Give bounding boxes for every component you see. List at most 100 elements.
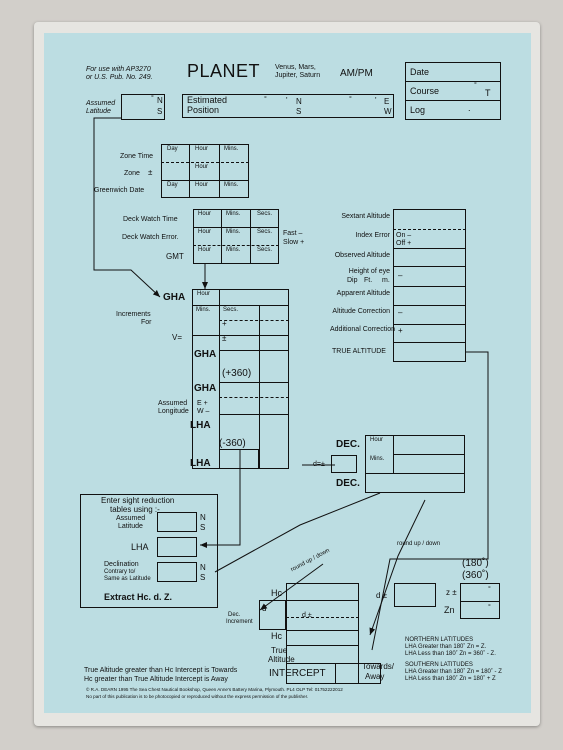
row-divider bbox=[192, 305, 289, 306]
lha-result-field[interactable] bbox=[219, 449, 259, 469]
row-divider bbox=[393, 305, 466, 306]
north-label: N bbox=[296, 97, 302, 106]
off-plus: Off + bbox=[396, 240, 412, 247]
dec-increment-line2: Increment bbox=[226, 619, 253, 625]
degree-mark: ° bbox=[488, 604, 491, 611]
southern-title: SOUTHERN LATITUDES bbox=[405, 662, 473, 668]
col-secs: Secs. bbox=[257, 247, 273, 253]
log-label: Log bbox=[410, 105, 426, 115]
deck-watch-table[interactable] bbox=[193, 209, 279, 264]
assumed-longitude-line1: Assumed bbox=[158, 400, 188, 407]
col-hour: Hour bbox=[198, 211, 212, 217]
col-hour: Hour bbox=[198, 247, 212, 253]
assumed-latitude-line2: Latitude bbox=[118, 523, 143, 530]
south-label: S bbox=[200, 523, 206, 532]
altitude-table[interactable] bbox=[393, 209, 466, 362]
dip-label: Dip bbox=[347, 277, 358, 284]
row-divider bbox=[192, 335, 289, 336]
enter-line1: Enter sight reduction bbox=[101, 496, 175, 505]
use-with-line1: For use with AP3270 bbox=[86, 66, 151, 73]
row-divider bbox=[365, 473, 465, 474]
north-label: N bbox=[200, 563, 206, 572]
row-divider bbox=[393, 248, 466, 249]
row-divider bbox=[219, 397, 289, 398]
d-correction-field[interactable] bbox=[394, 583, 436, 607]
row-divider bbox=[286, 600, 359, 601]
col-mins: Mins. bbox=[224, 146, 239, 152]
true-altitude-line2: Altitude bbox=[268, 655, 295, 664]
row-divider bbox=[393, 286, 466, 287]
use-with-line2: or U.S. Pub. No. 249. bbox=[86, 74, 153, 81]
round-up-down-right: round up / down bbox=[397, 541, 441, 547]
row-divider bbox=[161, 180, 249, 181]
col-day: Day bbox=[167, 146, 178, 152]
row-divider bbox=[286, 645, 359, 646]
plus-minus: d ± bbox=[302, 612, 312, 619]
declination-table[interactable] bbox=[365, 435, 465, 493]
deck-watch-time-label: Deck Watch Time bbox=[123, 216, 178, 223]
plus-360-label: (+360) bbox=[222, 368, 252, 379]
z-plus-minus: z ± bbox=[446, 588, 457, 597]
min-mark: ' bbox=[286, 96, 288, 105]
declination-field[interactable] bbox=[157, 562, 197, 582]
row-divider bbox=[219, 382, 289, 383]
estimated-position-field[interactable] bbox=[182, 94, 394, 118]
fast-label: Fast – bbox=[283, 230, 303, 237]
zone-time-label: Zone Time bbox=[120, 153, 154, 160]
row-divider bbox=[219, 414, 289, 415]
assumed-latitude-line1: Assumed bbox=[116, 515, 146, 522]
plus-minus: ± bbox=[222, 334, 227, 343]
index-error-label: Index Error bbox=[355, 232, 390, 239]
gha-label: GHA bbox=[194, 349, 217, 360]
row-divider bbox=[193, 227, 279, 228]
lha-label: LHA bbox=[190, 458, 211, 469]
altitude-correction-label: Altitude Correction bbox=[332, 308, 390, 315]
row-divider bbox=[393, 266, 466, 267]
degree-mark: ° bbox=[264, 96, 267, 103]
round-to-increment-arrow bbox=[259, 563, 324, 611]
dec-label: DEC. bbox=[336, 478, 360, 489]
southern-rule-1: LHA Greater than 180˚ Zn = 180˚ - Z bbox=[405, 669, 502, 675]
row-divider bbox=[393, 229, 466, 230]
v-label: V= bbox=[172, 333, 183, 342]
towards-away-line1: Towards/ bbox=[362, 662, 395, 671]
observed-altitude-label: Observed Altitude bbox=[334, 252, 390, 259]
d-value-field[interactable] bbox=[331, 455, 357, 473]
on-minus: On – bbox=[396, 232, 412, 239]
lha-label: LHA bbox=[190, 420, 211, 431]
mins-label: Mins. bbox=[196, 307, 211, 313]
row-divider bbox=[286, 630, 359, 631]
east-label: E bbox=[384, 97, 390, 106]
lha-field[interactable] bbox=[157, 537, 197, 557]
towards-away-field[interactable] bbox=[335, 663, 381, 684]
col-mins: Mins. bbox=[226, 247, 241, 253]
northern-rule-2: LHA Less than 180˚ Zn = 360˚ - Z. bbox=[405, 651, 496, 657]
dec-label: DEC. bbox=[336, 439, 360, 450]
planet-sight-form bbox=[44, 33, 531, 713]
northern-title: NORTHERN LATITUDES bbox=[405, 637, 474, 643]
assumed-latitude-field[interactable] bbox=[157, 512, 197, 532]
mins-label: Mins. bbox=[370, 456, 385, 462]
estimated-line1: Estimated bbox=[187, 95, 228, 105]
plus-sign: + bbox=[398, 326, 403, 335]
row-divider bbox=[393, 454, 465, 455]
contrary-line1: Contrary to/ bbox=[104, 569, 136, 575]
assumed-latitude-field[interactable] bbox=[121, 94, 165, 120]
south-label: S bbox=[200, 573, 206, 582]
extract-label: Extract Hc. d. Z. bbox=[104, 592, 173, 602]
am-pm-label: AM/PM bbox=[340, 68, 373, 79]
col-hour: Hour bbox=[198, 229, 212, 235]
row-divider bbox=[286, 617, 359, 618]
lha-to-reduction-arrow bbox=[200, 449, 241, 548]
row-divider bbox=[219, 350, 289, 351]
note-towards: True Altitude greater than Hc Intercept … bbox=[84, 667, 238, 674]
col-day: Day bbox=[167, 182, 178, 188]
col-divider bbox=[219, 289, 220, 335]
col-secs: Secs. bbox=[257, 229, 273, 235]
intercept-table[interactable] bbox=[286, 583, 359, 684]
date-course-log-box[interactable] bbox=[405, 62, 501, 120]
copyright: © R.A. DEARN 1995 The Sea Chest Nautical… bbox=[86, 687, 343, 692]
zone-time-table[interactable] bbox=[161, 144, 249, 198]
min-mark: ' bbox=[375, 96, 377, 105]
